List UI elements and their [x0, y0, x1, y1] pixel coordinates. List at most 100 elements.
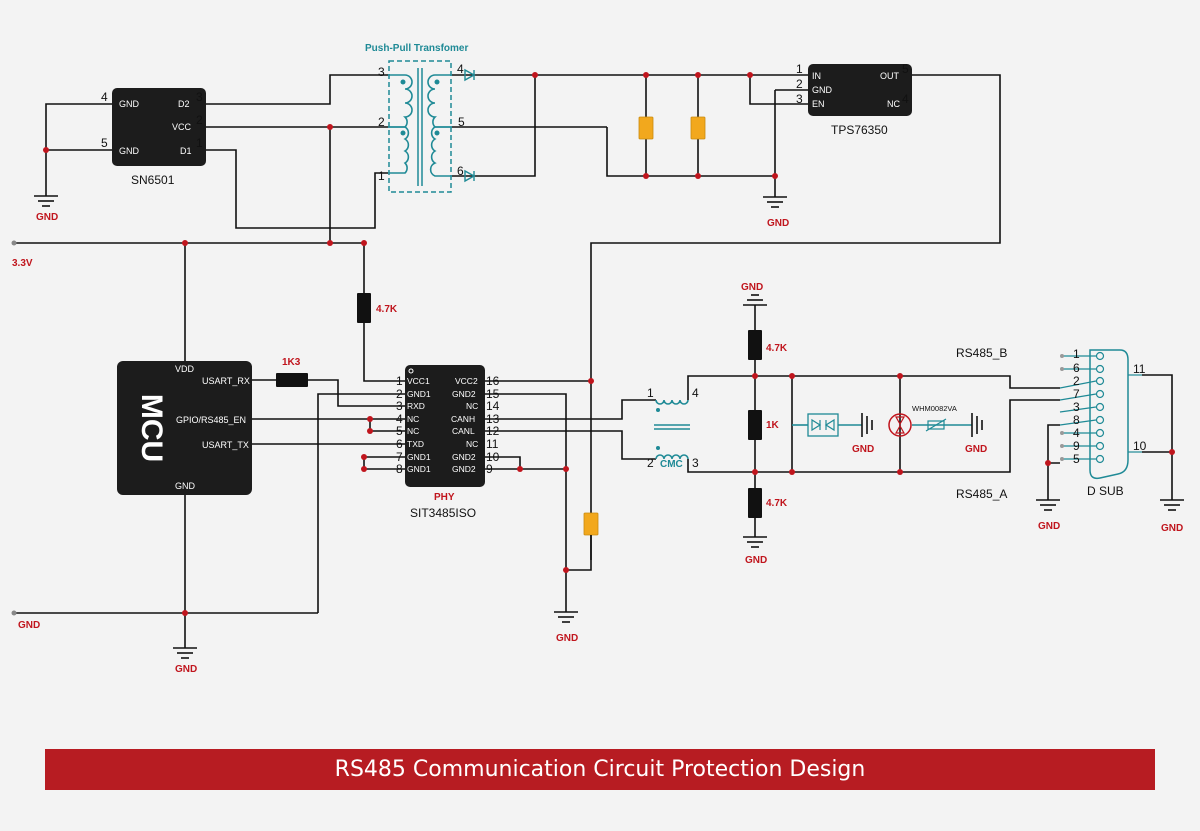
resistor-pullup-label: 4.7K	[376, 304, 398, 315]
title-banner: RS485 Communication Circuit Protection D…	[45, 749, 1155, 790]
svg-text:GND: GND	[175, 664, 197, 675]
svg-text:8: 8	[1073, 413, 1080, 427]
d-sub-connector: 1 6 2 7 3 8 4 9 5 11 10 D SUB	[1059, 347, 1147, 498]
gnd-tps	[763, 196, 787, 208]
svg-text:GND: GND	[745, 555, 767, 566]
svg-text:CANH: CANH	[451, 414, 475, 424]
junctions	[11, 72, 1175, 616]
svg-text:OUT: OUT	[880, 71, 900, 81]
gnd-phy2	[554, 611, 578, 623]
svg-text:6: 6	[396, 437, 403, 451]
svg-text:2: 2	[378, 115, 385, 129]
svg-text:IN: IN	[812, 71, 821, 81]
svg-text:NC: NC	[407, 414, 419, 424]
svg-text:6: 6	[457, 164, 464, 178]
svg-text:D2: D2	[178, 99, 190, 109]
svg-text:GND: GND	[1161, 523, 1183, 534]
svg-text:USART_RX: USART_RX	[202, 376, 250, 386]
svg-text:NC: NC	[466, 439, 478, 449]
svg-text:GND: GND	[741, 282, 763, 293]
resistor-bias-top-label: 4.7K	[766, 343, 788, 354]
svg-text:GND: GND	[36, 212, 58, 223]
svg-text:GND2: GND2	[452, 464, 476, 474]
phy-name: SIT3485ISO	[410, 506, 476, 520]
svg-text:4: 4	[101, 90, 108, 104]
mcu-chip: MCU VDD USART_RX GPIO/RS485_EN USART_TX …	[117, 361, 252, 495]
gnd-varistor	[971, 413, 983, 437]
gnd-tvs-array	[861, 413, 873, 437]
svg-text:7: 7	[396, 450, 403, 464]
tps76350-name: TPS76350	[831, 123, 888, 137]
svg-text:1: 1	[647, 386, 654, 400]
svg-text:9: 9	[1073, 439, 1080, 453]
tvs-diode-whm0082va: WHM0082VA	[888, 404, 957, 437]
svg-text:GND: GND	[767, 218, 789, 229]
svg-text:GND2: GND2	[452, 452, 476, 462]
svg-text:GND1: GND1	[407, 389, 431, 399]
svg-text:5: 5	[458, 115, 465, 129]
svg-text:VCC2: VCC2	[455, 376, 478, 386]
vcc-net-label: 3.3V	[12, 258, 33, 269]
svg-text:GND: GND	[119, 99, 140, 109]
tvs-part-label: WHM0082VA	[912, 404, 957, 413]
svg-text:10: 10	[486, 450, 500, 464]
svg-text:12: 12	[486, 424, 500, 438]
resistor-term-label: 1K	[766, 420, 780, 431]
svg-text:1: 1	[1073, 347, 1080, 361]
svg-text:TXD: TXD	[407, 439, 424, 449]
resistors: 1K3 4.7K 4.7K 1K 4.7K	[276, 293, 788, 518]
svg-text:3: 3	[1073, 400, 1080, 414]
svg-text:15: 15	[486, 387, 500, 401]
svg-text:NC: NC	[466, 401, 478, 411]
svg-text:4: 4	[1073, 426, 1080, 440]
svg-text:GND: GND	[812, 85, 833, 95]
dsub-label: D SUB	[1087, 484, 1124, 498]
svg-text:GND: GND	[119, 146, 140, 156]
svg-text:GND: GND	[1038, 521, 1060, 532]
svg-text:6: 6	[1073, 361, 1080, 375]
gnd-main	[173, 647, 197, 659]
svg-text:9: 9	[486, 462, 493, 476]
svg-text:GND: GND	[852, 444, 874, 455]
gnd-dsub-right	[1160, 499, 1184, 511]
svg-text:2: 2	[1073, 374, 1080, 388]
svg-text:2: 2	[796, 77, 803, 91]
svg-text:EN: EN	[812, 99, 825, 109]
svg-text:GND: GND	[556, 633, 578, 644]
transformer-title: Push-Pull Transfomer	[365, 43, 468, 54]
svg-text:13: 13	[486, 412, 500, 426]
svg-text:RXD: RXD	[407, 401, 425, 411]
mcu-name: MCU	[135, 394, 168, 462]
svg-text:11: 11	[486, 437, 499, 451]
svg-text:5: 5	[396, 424, 403, 438]
phy-label: PHY	[434, 492, 455, 503]
svg-text:11: 11	[1133, 362, 1146, 376]
rs485-b-label: RS485_B	[956, 346, 1007, 360]
svg-text:5: 5	[101, 136, 108, 150]
cmc-label: CMC	[660, 459, 683, 470]
svg-text:GND2: GND2	[452, 389, 476, 399]
resistor-bias-bottom-label: 4.7K	[766, 498, 788, 509]
gnd-bias-top	[743, 294, 767, 306]
ground-symbols	[34, 195, 1184, 659]
svg-text:GND: GND	[965, 444, 987, 455]
sn6501-chip: GND GND D2 VCC D1 4 5 3 2 1 SN6501	[101, 88, 206, 187]
sn6501-name: SN6501	[131, 173, 175, 187]
svg-text:5: 5	[1073, 452, 1080, 466]
svg-text:CANL: CANL	[452, 426, 475, 436]
svg-text:3: 3	[378, 65, 385, 79]
svg-text:VCC: VCC	[172, 122, 192, 132]
svg-text:16: 16	[486, 374, 500, 388]
svg-text:2: 2	[396, 387, 403, 401]
svg-text:4: 4	[457, 62, 464, 76]
svg-text:1: 1	[378, 169, 385, 183]
svg-text:3: 3	[796, 92, 803, 106]
svg-text:1: 1	[396, 374, 403, 388]
svg-text:GND1: GND1	[407, 452, 431, 462]
svg-text:1: 1	[796, 62, 803, 76]
phy-right-pins: VCC2 GND2 NC CANH CANL NC GND2 GND2 16 1…	[451, 374, 500, 476]
gnd-bias-bottom	[743, 536, 767, 548]
gnd-labels: GND GND GND GND GND GND GND GND GND GND …	[12, 212, 1183, 675]
svg-text:VDD: VDD	[175, 364, 195, 374]
svg-text:4: 4	[692, 386, 699, 400]
